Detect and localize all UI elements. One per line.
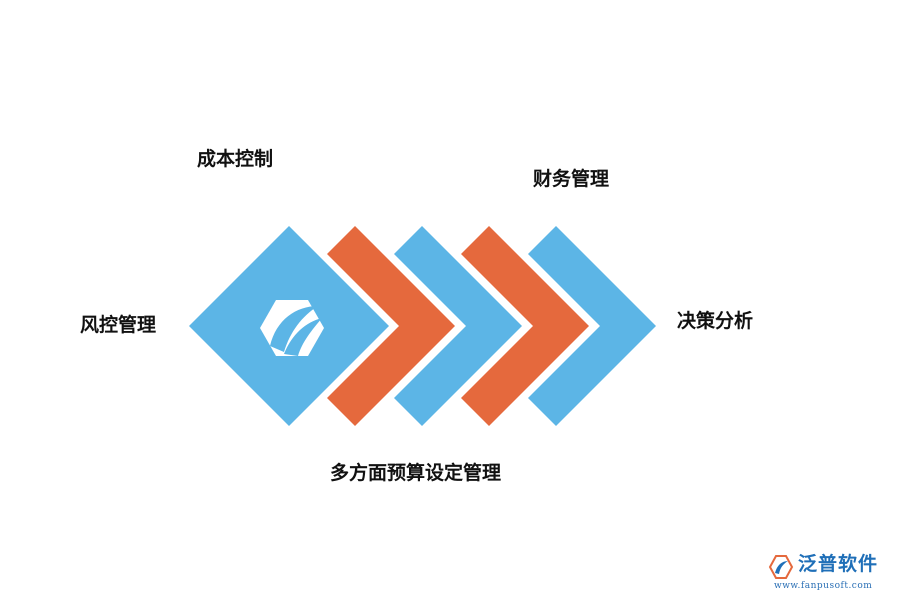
watermark-url: www.fanpusoft.com (774, 581, 873, 591)
chevron-3 (461, 226, 589, 426)
fanpu-logo-icon (768, 555, 794, 579)
label-budget-management: 多方面预算设定管理 (330, 462, 502, 484)
watermark-brand: 泛普软件 (798, 553, 879, 575)
stylized-leaf-hexagon-icon (260, 300, 324, 356)
watermark: 泛普软件 www.fanpusoft.com (760, 552, 895, 596)
chevron-1 (327, 226, 455, 426)
label-risk-management: 风控管理 (80, 314, 157, 336)
label-cost-control: 成本控制 (197, 148, 274, 170)
chevron-4 (528, 226, 656, 426)
chevron-2 (394, 226, 522, 426)
label-decision-analysis: 决策分析 (677, 310, 754, 332)
label-financial-management: 财务管理 (533, 168, 610, 190)
